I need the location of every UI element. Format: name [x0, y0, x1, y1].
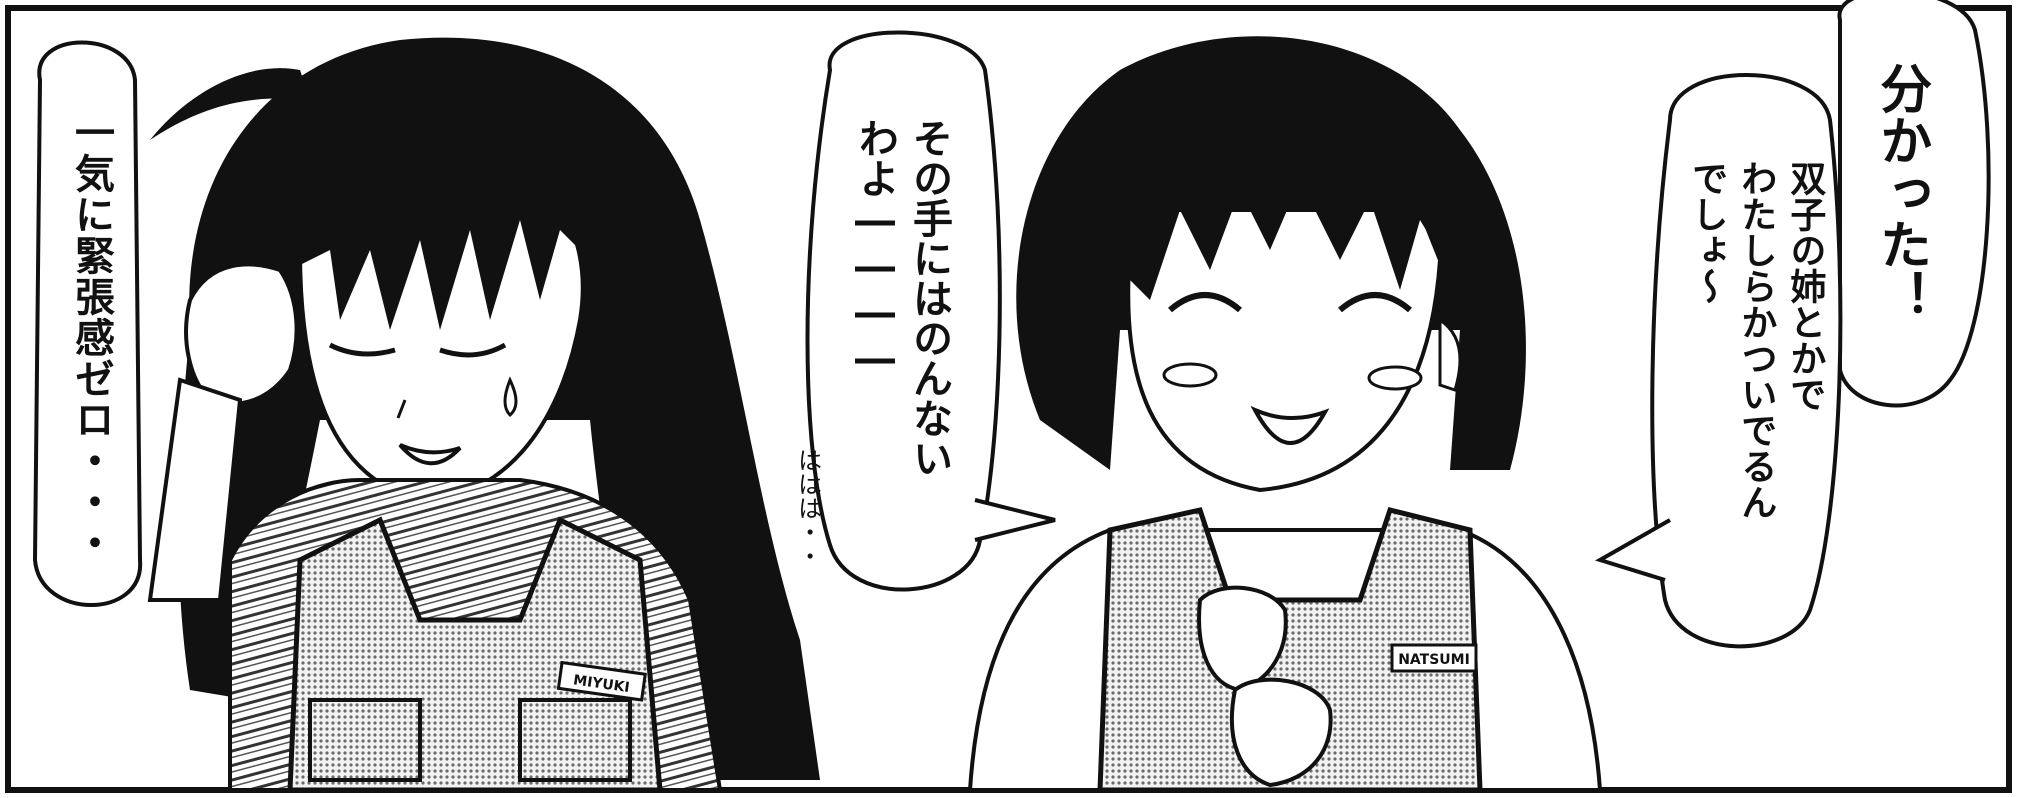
- balloon-middle-aside: ははは・・: [793, 448, 822, 568]
- speech-balloon-middle-tail: [974, 498, 1056, 542]
- right-fist-2: [1229, 677, 1333, 788]
- right-character: NATSUMI: [967, 36, 1603, 793]
- speech-balloon-right-top: [1837, 0, 1991, 408]
- left-name-badge-text: MIYUKI: [572, 672, 630, 696]
- speech-balloon-right-tail: [1594, 518, 1671, 582]
- left-eye-left: [328, 342, 396, 357]
- right-name-badge-text: NATSUMI: [1398, 652, 1470, 668]
- sweat-drop: [503, 376, 518, 418]
- left-forearm: [147, 377, 243, 602]
- balloon-middle-line1: その手にはのんない: [906, 118, 952, 478]
- right-bangs: [1120, 80, 1450, 300]
- right-mouth: [1250, 405, 1330, 445]
- right-fist-1: [1197, 585, 1288, 693]
- right-ear: [1438, 317, 1462, 392]
- speech-balloon-left: [32, 40, 143, 607]
- speech-balloon-middle: [805, 30, 1002, 592]
- left-mouth: [398, 443, 462, 466]
- right-eye-right: [1338, 292, 1412, 313]
- balloon-middle-line2: わよ――――: [852, 118, 898, 382]
- left-eye-right: [439, 342, 507, 358]
- left-character: MIYUKI: [147, 37, 820, 793]
- balloon-right-line2: 双子の姉とかで: [1784, 160, 1826, 412]
- left-vest-pocket: [308, 698, 422, 782]
- right-face: [1126, 208, 1443, 493]
- balloon-right-line4: でしょ〜: [1686, 160, 1728, 304]
- balloon-right-line1: 分かった！: [1870, 62, 1931, 322]
- left-hair-ahoge: [150, 68, 310, 140]
- balloon-left-text: 一気に緊張感ゼロ・・・: [68, 112, 114, 563]
- left-nose: [396, 399, 407, 419]
- left-vest-pocket-2: [518, 698, 632, 782]
- left-face: [297, 208, 585, 503]
- right-blush-left: [1162, 362, 1218, 388]
- left-name-badge: [556, 660, 647, 702]
- right-blush-right: [1367, 365, 1423, 391]
- right-name-badge: [1390, 643, 1478, 673]
- right-eye-left: [1168, 292, 1242, 313]
- left-hand: [184, 262, 299, 406]
- left-bangs: [290, 85, 590, 330]
- balloon-right-line3: わたしらかついでるん: [1735, 160, 1777, 520]
- speech-balloon-right: [1650, 73, 1843, 649]
- right-vest: [1097, 507, 1483, 793]
